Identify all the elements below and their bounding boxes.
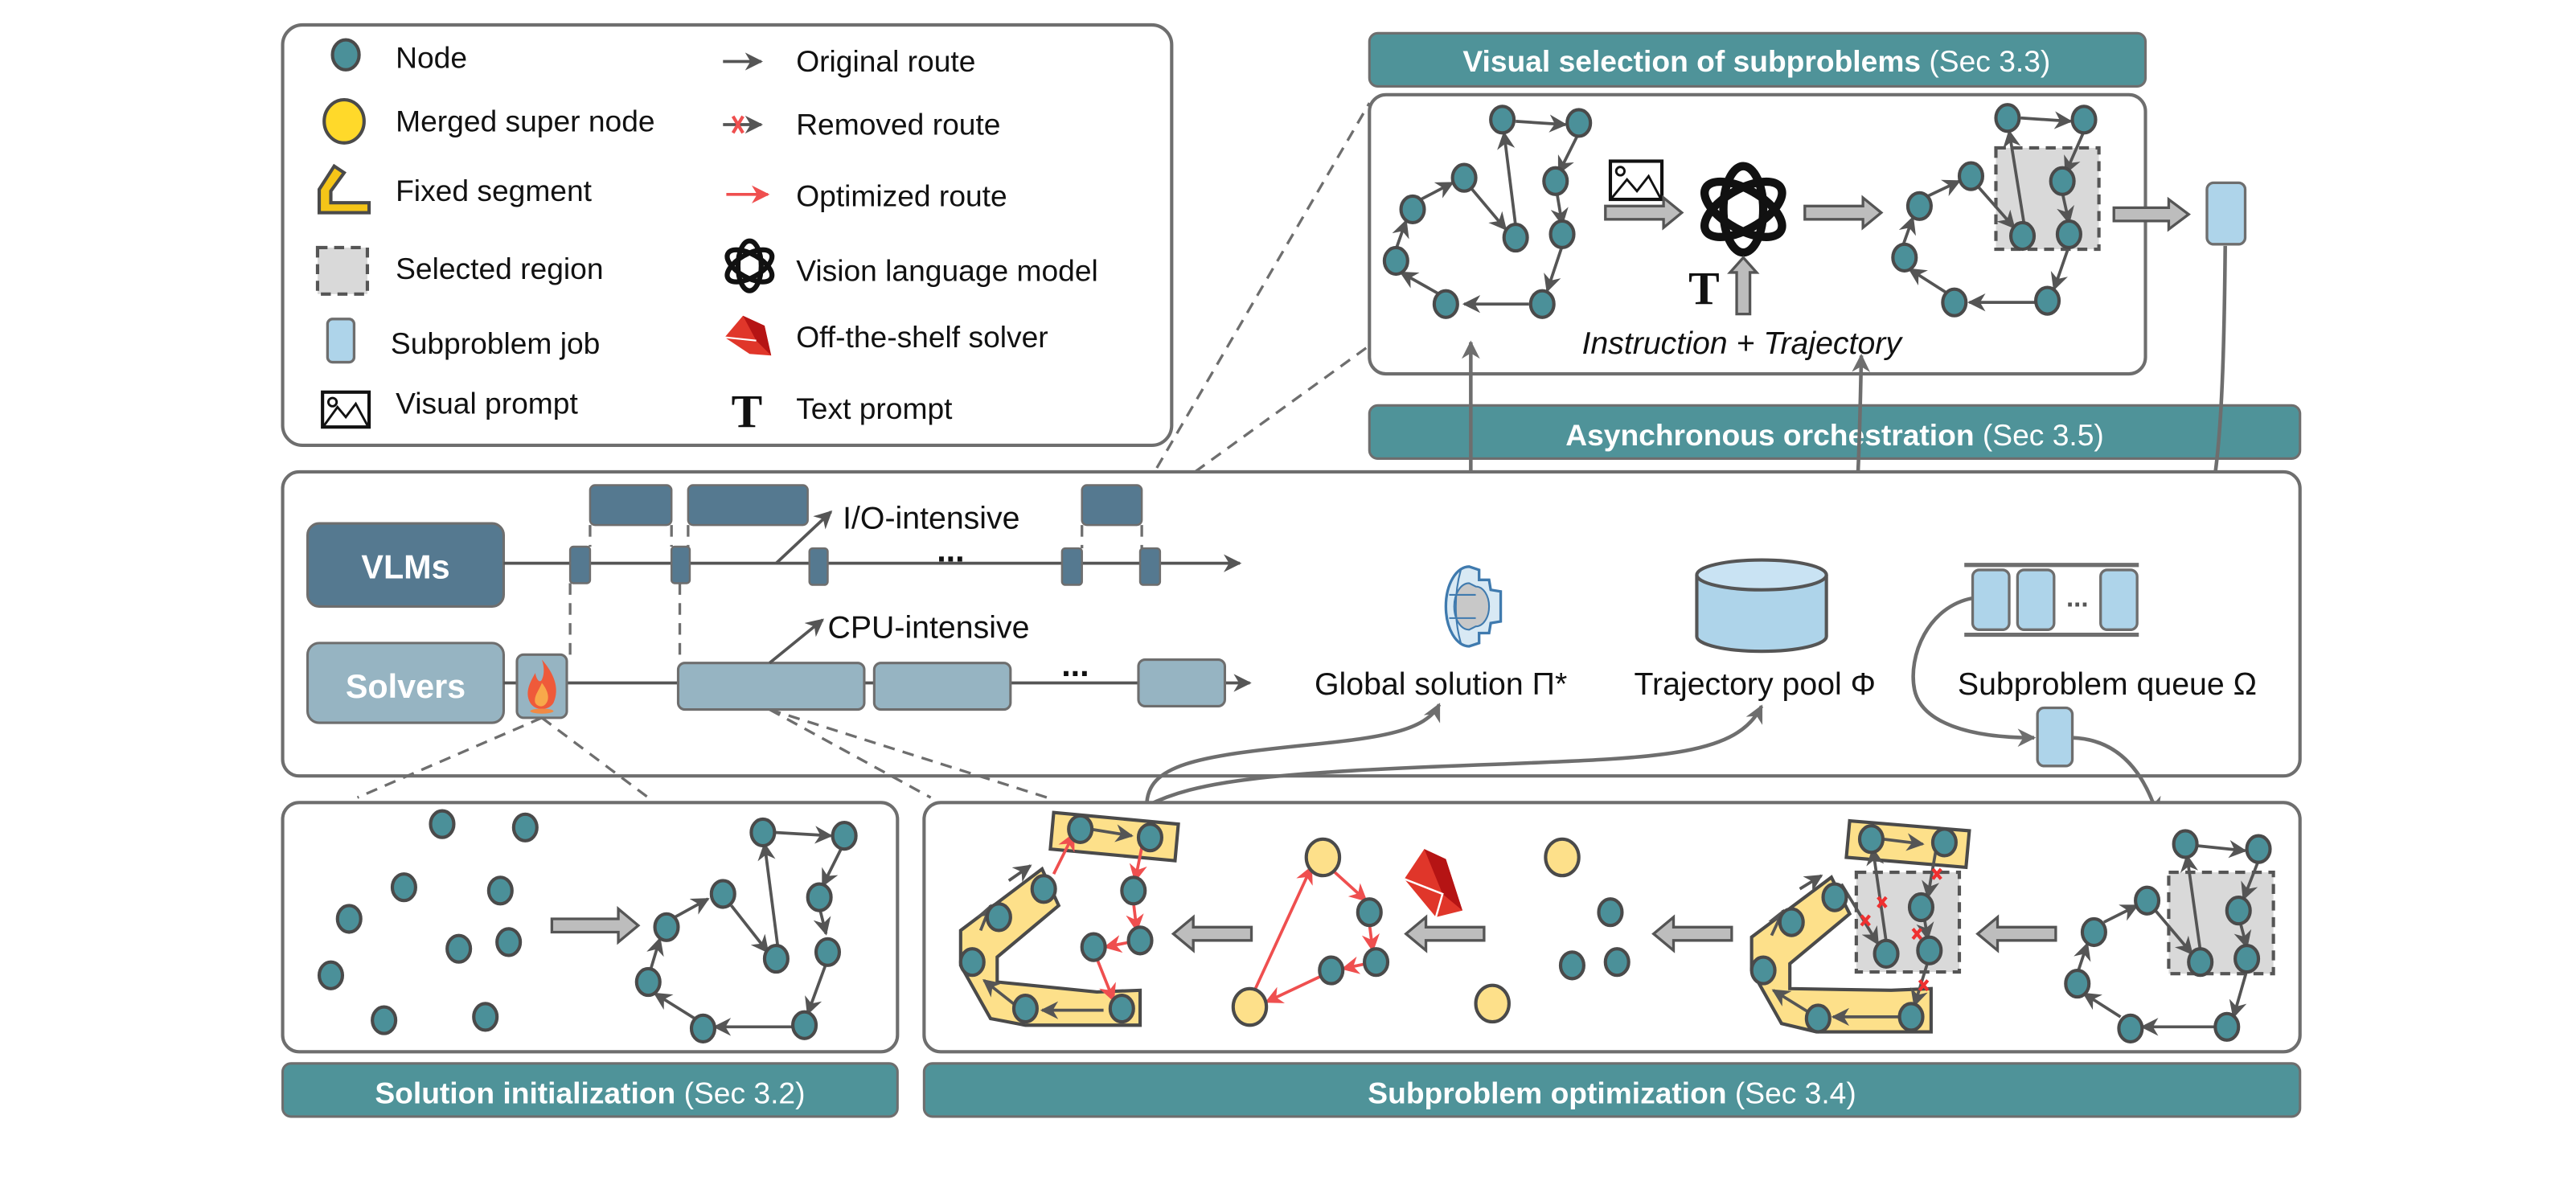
svg-text:...: ... — [2066, 583, 2089, 613]
compressed-subproblem-graph — [1474, 837, 1631, 1024]
vlm-guide — [589, 525, 1143, 549]
initial-route-graph — [634, 817, 858, 1043]
subproblem-queue-icon: ... — [1964, 563, 2139, 637]
legend-label: Node — [396, 41, 467, 75]
zoom-line — [769, 707, 1048, 799]
removed-route-icon — [723, 115, 764, 134]
solution-initialization-title: Solution initialization (Sec 3.2) — [375, 1076, 805, 1109]
legend: Node Merged super node Fixed segment Sel… — [281, 23, 1174, 447]
text-prompt-icon: T — [1688, 262, 1720, 314]
vlm-call — [568, 545, 592, 584]
fixed-segment-icon — [317, 163, 371, 215]
subproblem-optimization-section: Subproblem optimization (Sec 3.4) — [922, 801, 2302, 1118]
solver-guide — [568, 583, 682, 663]
connector — [1911, 596, 2037, 748]
flow-arrow — [1651, 914, 1733, 953]
subproblem-queue-label: Subproblem queue Ω — [1958, 666, 2257, 702]
vlms-label: VLMs — [361, 548, 449, 585]
connector — [1146, 704, 1764, 808]
visual-selection-section: Visual selection of subproblems (Sec 3.3… — [1368, 31, 2191, 376]
legend-label: Merged super node — [396, 104, 655, 137]
legend-label: Visual prompt — [396, 387, 578, 420]
cpu-intensive-label: CPU-intensive — [827, 610, 1029, 646]
flow-arrow — [550, 906, 641, 945]
visual-prompt-icon — [321, 390, 371, 429]
flow-arrow — [1975, 914, 2057, 953]
legend-label: Off-the-shelf solver — [796, 320, 1048, 354]
ellipsis: ... — [1061, 646, 1089, 683]
legend-label: Optimized route — [796, 178, 1007, 212]
solvers-label: Solvers — [346, 668, 466, 705]
text-prompt-icon: T — [732, 385, 763, 437]
subproblem-job-output — [2205, 181, 2247, 246]
legend-label: Removed route — [796, 107, 1000, 141]
global-solution-label: Global solution Π* — [1315, 666, 1567, 702]
vlm-call — [670, 545, 691, 584]
vlm-call — [808, 547, 829, 586]
trajectory-pool-icon — [1695, 558, 1828, 654]
original-route-graph — [1382, 105, 1593, 319]
vlm-job-block — [1081, 484, 1143, 527]
fixed-segment-graph — [1749, 818, 1971, 1034]
merged-super-node-icon — [322, 97, 366, 145]
selected-subproblem-graph — [2064, 829, 2275, 1043]
zoom-line — [1145, 102, 1371, 486]
selected-route-graph — [1891, 103, 2101, 318]
flow-arrow — [1803, 195, 1884, 231]
zoom-line — [356, 716, 543, 799]
legend-label: Selected region — [396, 252, 603, 285]
vision-language-model-icon — [724, 238, 775, 293]
async-orchestration-title: Asynchronous orchestration (Sec 3.5) — [1565, 418, 2104, 452]
off-the-shelf-solver-icon — [724, 315, 772, 356]
off-the-shelf-solver-icon — [1404, 849, 1463, 918]
flow-arrow — [1604, 195, 1684, 231]
zoom-line — [769, 708, 932, 799]
node-icon — [330, 38, 361, 72]
cpu-pointer — [768, 618, 825, 665]
vlm-call — [1060, 547, 1083, 586]
legend-label: Text prompt — [796, 392, 953, 425]
connector — [1145, 703, 1442, 806]
vlm-job-block — [589, 484, 673, 527]
subproblem-job-icon — [326, 318, 356, 364]
io-intensive-label: I/O-intensive — [843, 500, 1019, 535]
solver-job-block — [872, 662, 1012, 711]
selected-region-icon — [315, 245, 370, 296]
vlm-call — [1138, 547, 1162, 586]
legend-label: Vision language model — [796, 253, 1098, 287]
flow-arrow — [1171, 914, 1253, 953]
zoom-line — [540, 716, 650, 799]
flow-arrow — [1404, 914, 1486, 953]
io-pointer — [775, 510, 833, 565]
connector — [2072, 736, 2161, 816]
dequeued-job — [2036, 706, 2074, 768]
legend-label: Subproblem job — [391, 326, 600, 360]
solved-subproblem-graph — [1231, 837, 1390, 1027]
subproblem-optimization-title: Subproblem optimization (Sec 3.4) — [1368, 1076, 1856, 1109]
scattered-nodes — [317, 809, 539, 1035]
visual-selection-title: Visual selection of subproblems (Sec 3.3… — [1462, 44, 2050, 78]
ellipsis: ... — [937, 532, 964, 569]
orchestration-panel: VLMs ... I/O-intensive Solvers ... CPU-i… — [281, 469, 2302, 816]
instruction-trajectory-caption: Instruction + Trajectory — [1581, 326, 1903, 361]
trajectory-pool-label: Trajectory pool Φ — [1635, 666, 1876, 702]
flow-arrow — [2112, 196, 2191, 232]
optimized-route-graph — [958, 810, 1180, 1027]
visual-prompt-icon — [1608, 159, 1664, 202]
flow-arrow — [1727, 255, 1760, 316]
solver-job-block — [676, 662, 866, 711]
fire-icon — [527, 659, 556, 714]
legend-label: Original route — [796, 44, 975, 78]
legend-label: Fixed segment — [396, 174, 593, 207]
solution-initialization-section: Solution initialization (Sec 3.2) — [281, 801, 900, 1118]
global-solution-icon — [1444, 565, 1503, 648]
solver-job-block — [1137, 658, 1227, 707]
vlms-lane-label — [306, 522, 505, 608]
vlm-job-block — [687, 484, 809, 527]
